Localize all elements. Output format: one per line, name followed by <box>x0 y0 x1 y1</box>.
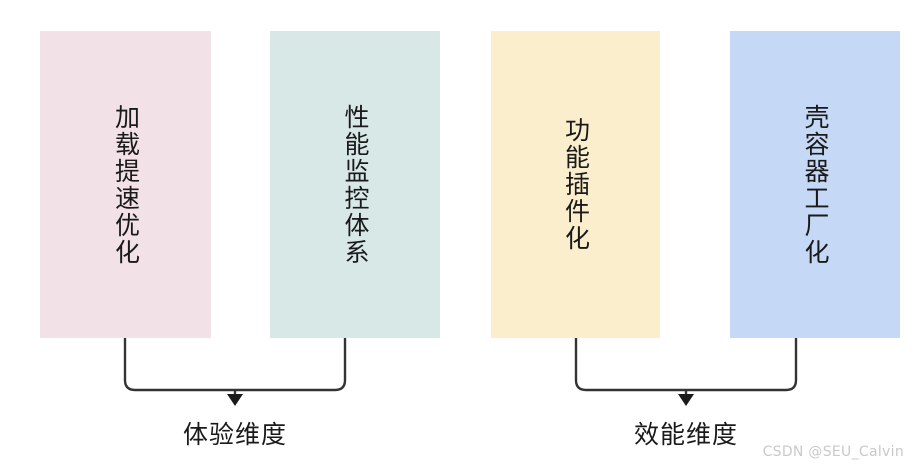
pillar-label: 性能监控体系 <box>341 103 370 266</box>
group-label-efficiency: 效能维度 <box>633 420 738 449</box>
pillar-label: 加载提速优化 <box>111 103 141 266</box>
pillar-box-feature-pluginization[interactable]: 功能插件化 <box>491 31 660 338</box>
bracket-path <box>123 338 347 392</box>
watermark: CSDN @SEU_Calvin <box>762 444 904 460</box>
pillar-box-performance-monitoring[interactable]: 性能监控体系 <box>270 31 440 338</box>
pillar-box-loading-speed[interactable]: 加载提速优化 <box>40 31 211 338</box>
bracket-path <box>574 338 798 392</box>
arrow-head-icon <box>678 394 694 406</box>
pillar-label: 功能插件化 <box>561 117 591 252</box>
group-label-experience: 体验维度 <box>182 420 287 449</box>
bracket-arrow-connector-experience <box>123 338 347 406</box>
pillar-label: 壳容器工厂化 <box>801 103 830 266</box>
pillar-box-shell-container-factory[interactable]: 壳容器工厂化 <box>730 31 900 338</box>
bracket-arrow-connector-efficiency <box>574 338 798 406</box>
arrow-head-icon <box>227 394 243 406</box>
